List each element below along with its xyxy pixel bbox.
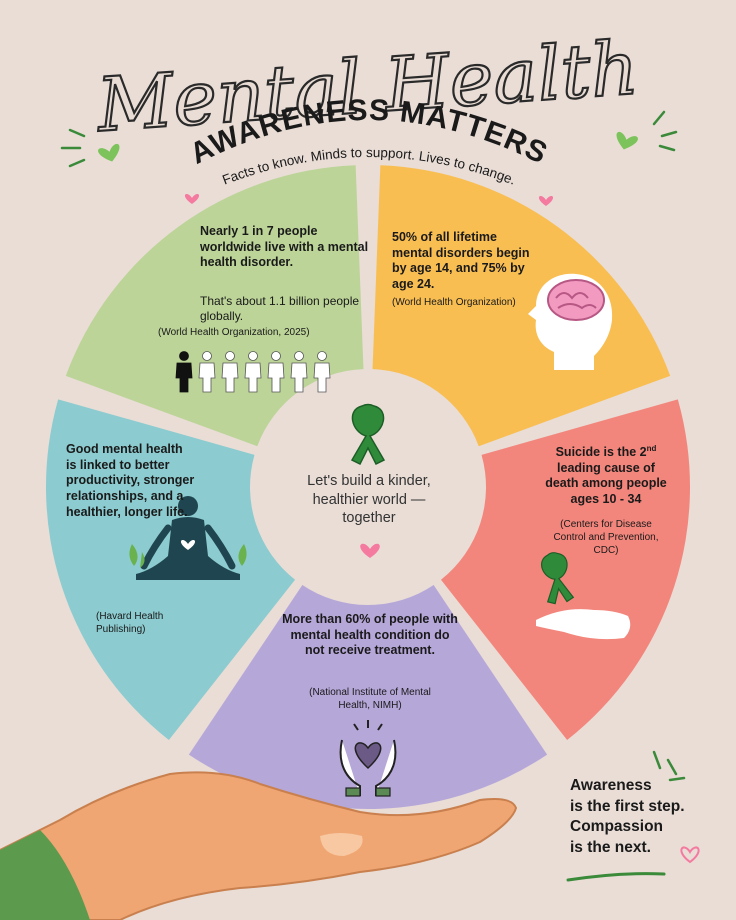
- script-title: Mental Health: [93, 25, 641, 149]
- heart-icon: [360, 543, 380, 558]
- person-icon: [313, 351, 331, 393]
- suicide-superscript: nd: [646, 444, 657, 453]
- brain-head-icon: [528, 273, 613, 370]
- meditation-icon: [129, 496, 247, 580]
- tagline: Facts to know. Minds to support. Lives t…: [220, 145, 517, 188]
- person-icon: [244, 351, 262, 393]
- spark-icon: [652, 750, 686, 782]
- benefits-source: (Havard Health Publishing): [96, 611, 164, 635]
- hands-heart-icon: [339, 720, 397, 797]
- ribbon-icon: [350, 403, 386, 466]
- suicide-line2: leading cause of death among people ages…: [545, 460, 667, 507]
- closing-message: Awareness is the first step. Compassion …: [570, 776, 720, 858]
- closing-line: is the first step.: [570, 797, 685, 815]
- spark-icon: [60, 110, 678, 168]
- segment-treatment: [188, 585, 548, 810]
- person-icon: [198, 351, 216, 393]
- segment-onset: [372, 165, 671, 447]
- heart-icon: [538, 195, 554, 206]
- heart-outline-icon: [680, 846, 700, 864]
- person-icon: [290, 351, 308, 393]
- onset-fact: 50% of all lifetime mental disorders beg…: [392, 230, 530, 291]
- benefits-fact: Good mental health is linked to better p…: [66, 442, 195, 519]
- heart-icon: [184, 193, 200, 204]
- open-hand-icon: [536, 609, 631, 640]
- treatment-fact: More than 60% of people with mental heal…: [282, 612, 458, 658]
- prevalence-source: (World Health Organization, 2025): [158, 327, 310, 338]
- treatment-source: (National Institute of Mental Health, NI…: [309, 687, 431, 711]
- person-icon: [221, 351, 239, 393]
- prevalence-fact: Nearly 1 in 7 people worldwide live with…: [200, 224, 369, 270]
- hand-illustration: [0, 771, 518, 920]
- segment-prevalence: [65, 165, 364, 447]
- people-icon: [175, 351, 331, 393]
- heart-icon: [616, 131, 638, 150]
- onset-source: (World Health Organization): [392, 297, 516, 308]
- person-highlight-icon: [175, 351, 193, 393]
- closing-line: Awareness: [570, 777, 652, 794]
- suicide-line1: Suicide is the 2: [555, 445, 647, 460]
- ribbon-icon: [541, 552, 575, 605]
- suicide-source: (Centers for Disease Control and Prevent…: [553, 519, 659, 556]
- person-icon: [267, 351, 285, 393]
- prevalence-detail: That's about 1.1 billion people globally…: [200, 294, 360, 323]
- suicide-fact: Suicide is the 2nd leading cause of deat…: [540, 444, 672, 508]
- center-message: Let's build a kinder, healthier world — …: [307, 473, 431, 527]
- closing-line: Compassion: [570, 818, 664, 836]
- closing-line: is the next.: [570, 838, 651, 856]
- heart-icon: [98, 143, 120, 162]
- center-circle: [264, 383, 472, 591]
- underline-stroke: [566, 872, 666, 882]
